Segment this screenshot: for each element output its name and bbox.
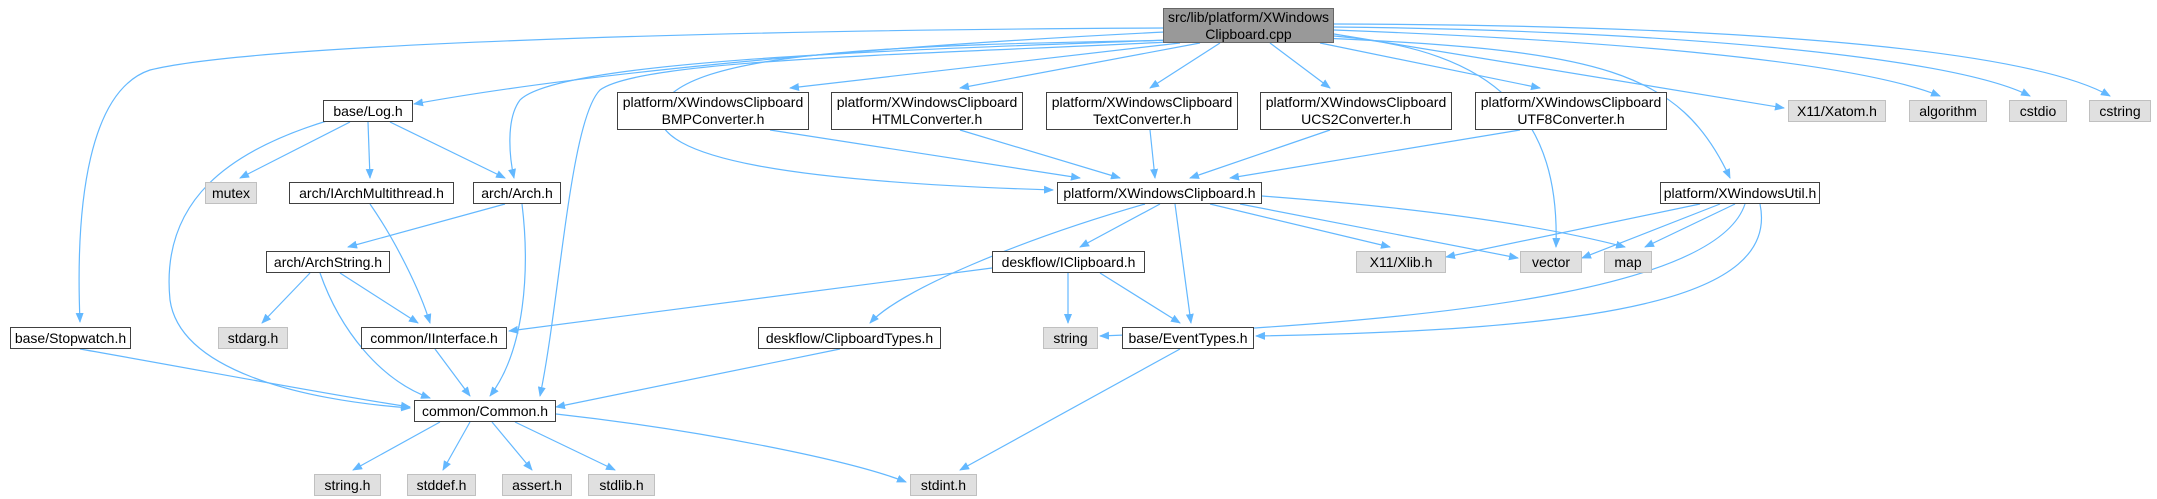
edge-root-utf8 xyxy=(1319,42,1541,91)
node-xclip-html-converter[interactable]: platform/XWindowsClipboard HTMLConverter… xyxy=(831,92,1023,130)
node-arch-arch[interactable]: arch/Arch.h xyxy=(473,182,561,204)
node-cstdio[interactable]: cstdio xyxy=(2009,100,2067,122)
edge-iinterface-common xyxy=(434,348,471,397)
node-platform-xwindowsutil[interactable]: platform/XWindowsUtil.h xyxy=(1660,182,1820,204)
edge-text-xclip xyxy=(1149,129,1159,179)
node-deskflow-clipboardtypes[interactable]: deskflow/ClipboardTypes.h xyxy=(758,327,941,349)
node-common-common[interactable]: common/Common.h xyxy=(414,400,556,422)
node-vector[interactable]: vector xyxy=(1520,251,1582,273)
node-xclip-bmp-converter[interactable]: platform/XWindowsClipboard BMPConverter.… xyxy=(617,92,809,130)
edge-root-common xyxy=(537,41,1171,397)
edge-root-vector xyxy=(1333,35,1561,248)
node-string[interactable]: string xyxy=(1043,327,1098,349)
edge-xclip-xlib xyxy=(1209,203,1391,249)
edge-xutil-xlib xyxy=(1445,203,1701,260)
edge-root-algorithm xyxy=(1333,29,1941,97)
edge-xclip-map xyxy=(1261,195,1626,249)
edge-log-common xyxy=(168,119,411,412)
edge-xclip-list xyxy=(1174,203,1194,324)
node-stdint-h[interactable]: stdint.h xyxy=(910,474,977,496)
node-arch-imultithread[interactable]: arch/IArchMultithread.h xyxy=(289,182,454,204)
edge-archstring-stdarg xyxy=(261,272,311,324)
edge-common-stdint xyxy=(555,413,907,483)
edge-bmp-xclip xyxy=(769,129,1081,181)
node-xclip-text-converter[interactable]: platform/XWindowsClipboard TextConverter… xyxy=(1046,92,1238,130)
edge-arch-archstring xyxy=(347,203,506,249)
edge-xclip-cliptypes xyxy=(869,203,1146,324)
edge-root-stopwatch xyxy=(75,27,1166,323)
edge-log-mutex xyxy=(239,121,351,179)
edge-root-log xyxy=(413,31,1166,107)
edge-root-xatom xyxy=(1333,33,1785,111)
node-root-file[interactable]: src/lib/platform/XWindows Clipboard.cpp xyxy=(1163,8,1334,43)
edge-root-text xyxy=(1149,42,1221,89)
node-mutex[interactable]: mutex xyxy=(205,182,257,204)
edge-common-assert xyxy=(491,421,533,471)
edge-common-stdlib xyxy=(514,421,616,471)
node-assert-h[interactable]: assert.h xyxy=(502,474,572,496)
edge-imultithread-iinterface xyxy=(369,203,432,324)
edge-root-arch xyxy=(508,39,1171,179)
edge-root-cstdio xyxy=(1333,26,2031,97)
node-x11-xatom[interactable]: X11/Xatom.h xyxy=(1788,100,1886,122)
edge-utf8-xclip xyxy=(1229,129,1521,181)
edge-common-stddef xyxy=(442,421,471,471)
edge-arch-common xyxy=(489,203,526,397)
edge-archstring-common xyxy=(319,272,431,399)
edge-root-ucs2 xyxy=(1269,42,1331,89)
node-deskflow-iclipboard[interactable]: deskflow/IClipboard.h xyxy=(992,251,1145,273)
edge-root-cstring xyxy=(1333,23,2111,97)
edge-log-imultithread xyxy=(365,121,374,179)
edge-html-xclip xyxy=(959,129,1121,180)
edge-cliptypes-common xyxy=(555,348,841,410)
node-map[interactable]: map xyxy=(1604,251,1652,273)
node-algorithm[interactable]: algorithm xyxy=(1909,100,1987,122)
node-stdarg[interactable]: stdarg.h xyxy=(218,327,288,349)
node-arch-archstring[interactable]: arch/ArchString.h xyxy=(266,251,390,273)
edge-xutil-map xyxy=(1644,203,1736,248)
node-x11-xlib[interactable]: X11/Xlib.h xyxy=(1356,251,1446,273)
node-xclip-ucs2-converter[interactable]: platform/XWindowsClipboard UCS2Converter… xyxy=(1260,92,1452,130)
edge-eventtypes-stdint xyxy=(959,348,1181,471)
edge-ucs2-xclip xyxy=(1189,129,1331,179)
edge-xutil-string xyxy=(1099,203,1746,340)
edge-root-bmp xyxy=(789,42,1181,91)
node-string-h[interactable]: string.h xyxy=(314,474,381,496)
edge-xutil-eventtypes xyxy=(1255,203,1763,340)
edge-root-html xyxy=(959,42,1201,91)
node-base-stopwatch[interactable]: base/Stopwatch.h xyxy=(10,327,131,349)
edge-xclip-vector xyxy=(1239,203,1519,261)
edge-common-stringh xyxy=(352,421,441,471)
node-stdlib-h[interactable]: stdlib.h xyxy=(588,474,655,496)
edge-archstring-iinterface xyxy=(339,272,419,324)
node-common-iinterface[interactable]: common/IInterface.h xyxy=(361,327,507,349)
node-base-log[interactable]: base/Log.h xyxy=(323,100,413,122)
edge-xclip-iclipboard xyxy=(1079,203,1161,248)
node-platform-xwindowsclipboard[interactable]: platform/XWindowsClipboard.h xyxy=(1057,182,1262,204)
edge-log-arch xyxy=(389,121,506,179)
edge-stopwatch-common xyxy=(79,348,411,410)
edge-iclipboard-iinterface xyxy=(508,267,993,334)
edge-iclipboard-eventtypes xyxy=(1099,272,1181,324)
edge-root-xutil xyxy=(1319,37,1731,179)
node-xclip-utf8-converter[interactable]: platform/XWindowsClipboard UTF8Converter… xyxy=(1475,92,1667,130)
node-base-eventtypes[interactable]: base/EventTypes.h xyxy=(1122,327,1254,349)
node-stddef-h[interactable]: stddef.h xyxy=(407,474,476,496)
edge-xutil-vector xyxy=(1581,203,1721,259)
node-cstring[interactable]: cstring xyxy=(2089,100,2151,122)
